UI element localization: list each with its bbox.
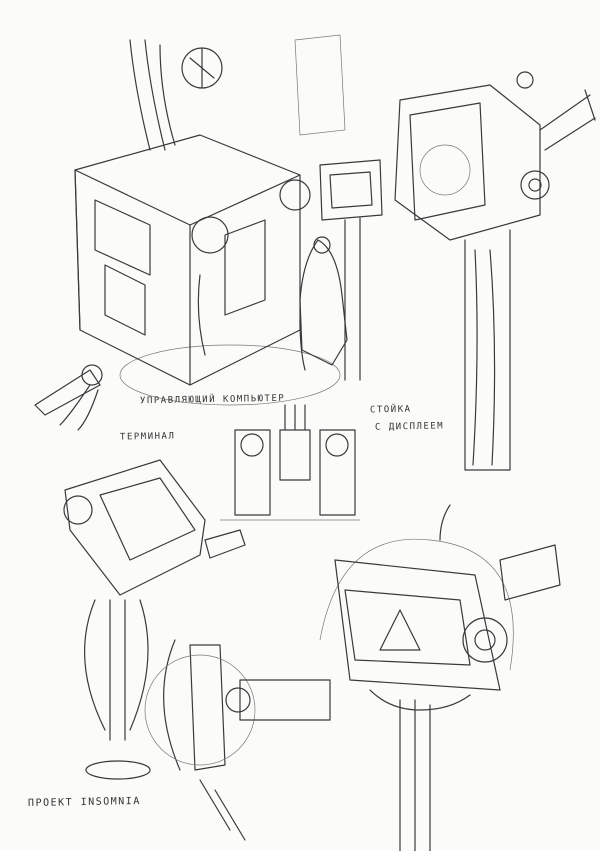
handle-sketch	[34, 364, 103, 431]
label-project: ПРОЕКТ INSOMNIA	[27, 796, 141, 809]
display-closeup-sketch	[319, 504, 561, 851]
display-post-sketch	[394, 71, 596, 471]
display-stand-sketch	[294, 34, 383, 381]
label-display-stand-line2: С ДИСПЛЕЕМ	[374, 421, 445, 433]
display-side-view-sketch	[144, 639, 331, 841]
control-computer-sketch	[74, 39, 348, 406]
terminal-sketch	[63, 459, 246, 780]
computer-front-view-sketch	[220, 404, 360, 521]
label-display-stand-line1: СТОЙКА	[369, 404, 412, 416]
label-terminal: ТЕРМИНАЛ	[119, 431, 176, 443]
